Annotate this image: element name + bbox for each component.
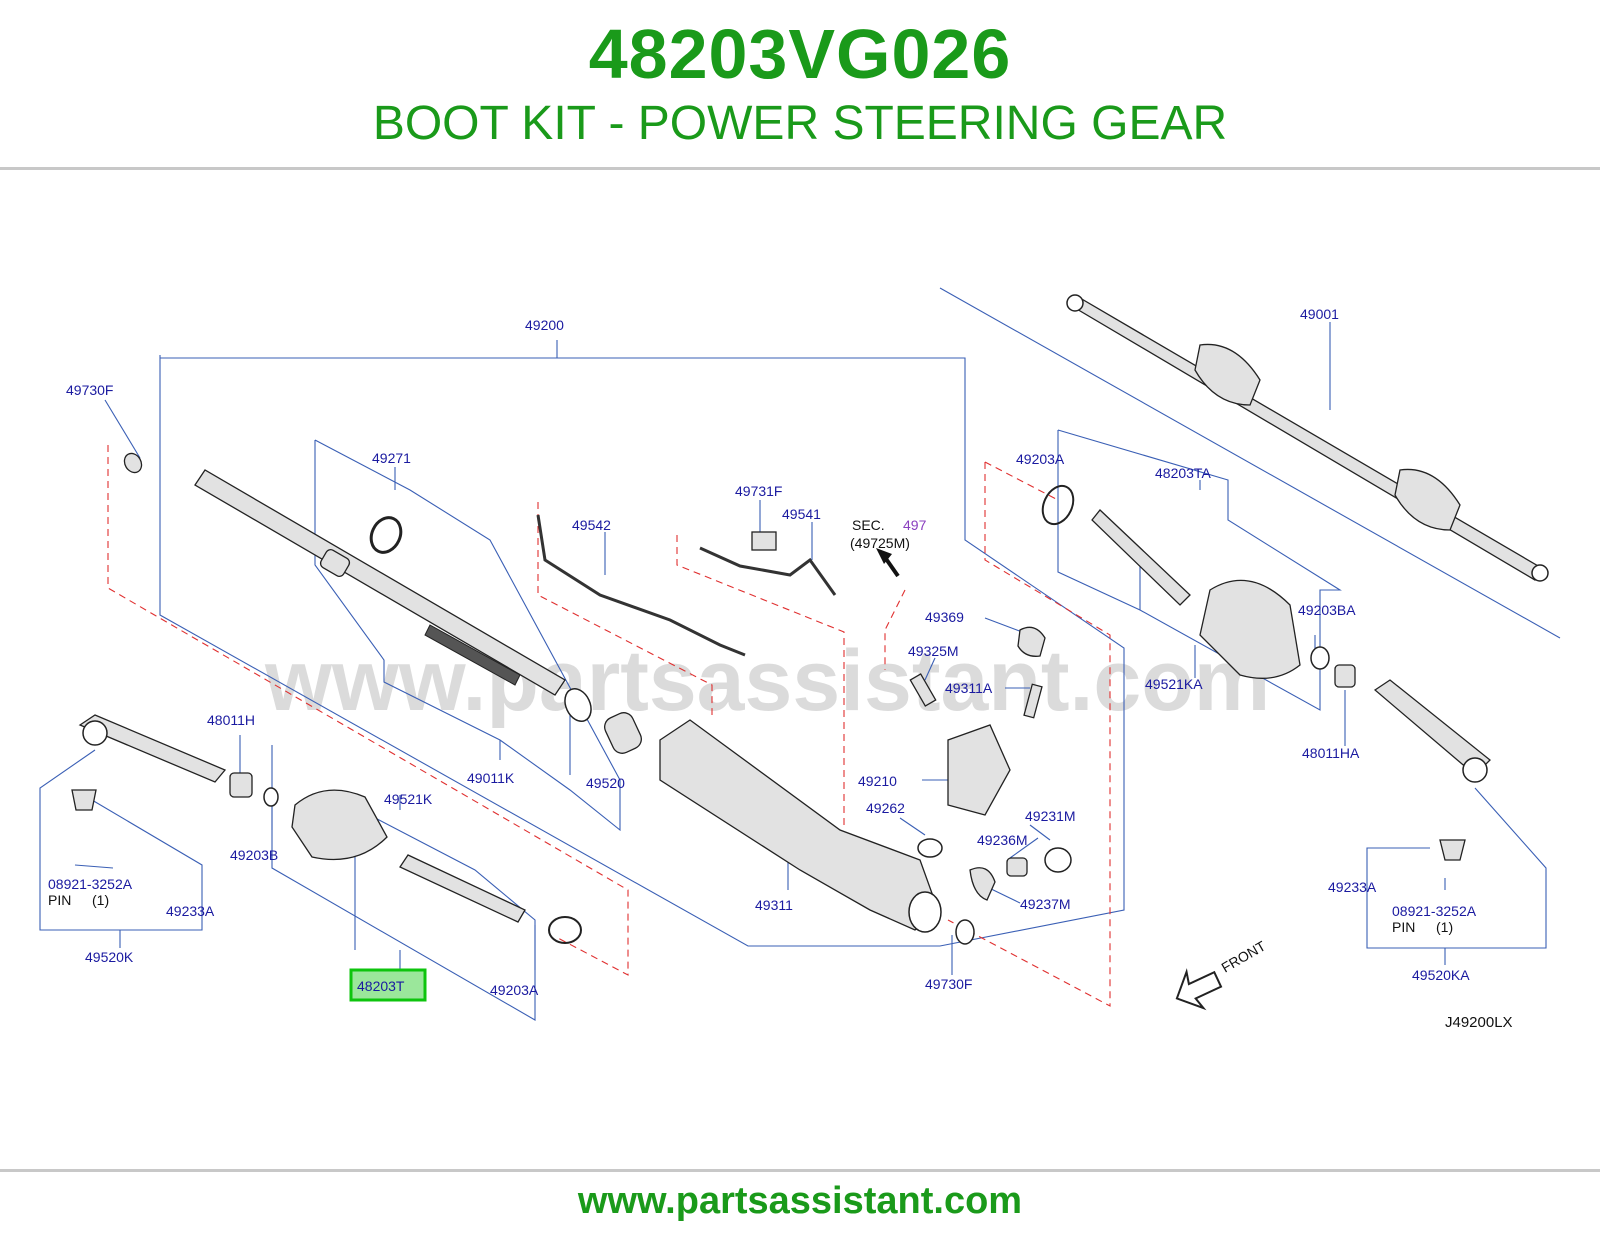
part-description: BOOT KIT - POWER STEERING GEAR — [372, 97, 1228, 150]
label-49203a-top: 49203A — [1016, 451, 1065, 467]
label-49311: 49311 — [755, 897, 793, 913]
label-49520: 49520 — [586, 775, 625, 791]
label-48011h: 48011H — [207, 712, 255, 728]
label-49271: 49271 — [372, 450, 411, 466]
label-49203ba: 49203BA — [1298, 602, 1356, 618]
label-49200: 49200 — [525, 317, 564, 333]
parts-diagram: www.partsassistant.com — [0, 270, 1600, 1070]
label-49520k: 49520K — [85, 949, 134, 965]
label-49542: 49542 — [572, 517, 611, 533]
diagram-code: J49200LX — [1445, 1014, 1513, 1031]
label-49731f: 49731F — [735, 483, 782, 499]
label-sec-number: 497 — [903, 517, 927, 533]
label-08921-left: 08921-3252A — [48, 876, 133, 892]
label-sec-sub: (49725M) — [850, 535, 910, 551]
label-pin-qty-right: (1) — [1436, 919, 1453, 935]
label-49730f-top: 49730F — [66, 382, 113, 398]
label-pin-qty-left: (1) — [92, 892, 109, 908]
label-49231m: 49231M — [1025, 808, 1076, 824]
label-49233a-right: 49233A — [1328, 879, 1377, 895]
label-48203t-highlighted: 48203T — [357, 978, 405, 994]
label-49311a: 49311A — [945, 680, 993, 696]
part-number-title: 48203VG026 — [588, 15, 1012, 93]
label-48203ta: 48203TA — [1155, 465, 1211, 481]
label-49541: 49541 — [782, 506, 821, 522]
dashed-assembly-lines — [107, 445, 1111, 1007]
label-49325m: 49325M — [908, 643, 959, 659]
label-49237m: 49237M — [1020, 896, 1071, 912]
footer-url[interactable]: www.partsassistant.com — [577, 1180, 1023, 1222]
footer-divider — [0, 1169, 1600, 1172]
watermark-text: www.partsassistant.com — [264, 633, 1270, 729]
label-49233a-left: 49233A — [166, 903, 215, 919]
label-49520ka: 49520KA — [1412, 967, 1470, 983]
label-pin-left: PIN — [48, 892, 71, 908]
label-49011k: 49011K — [467, 770, 515, 786]
label-49001: 49001 — [1300, 306, 1339, 322]
highlighted-part-box[interactable] — [349, 968, 427, 1002]
label-pin-right: PIN — [1392, 919, 1415, 935]
label-49521k: 49521K — [384, 791, 433, 807]
label-08921-right: 08921-3252A — [1392, 903, 1477, 919]
label-48011ha: 48011HA — [1302, 745, 1360, 761]
label-49210: 49210 — [858, 773, 897, 789]
label-sec-prefix: SEC. — [852, 517, 885, 533]
callout-lines — [39, 287, 1561, 1021]
parts-illustrations — [71, 294, 1549, 1011]
label-49369: 49369 — [925, 609, 964, 625]
part-labels: 49200 49730F 49271 49542 49731F 49541 SE… — [48, 306, 1513, 1031]
label-49236m: 49236M — [977, 832, 1028, 848]
label-49203a-bottom: 49203A — [490, 982, 539, 998]
label-49521ka: 49521KA — [1145, 676, 1203, 692]
header-divider — [0, 167, 1600, 170]
label-49203b: 49203B — [230, 847, 278, 863]
label-49730f-bottom: 49730F — [925, 976, 972, 992]
label-49262: 49262 — [866, 800, 905, 816]
